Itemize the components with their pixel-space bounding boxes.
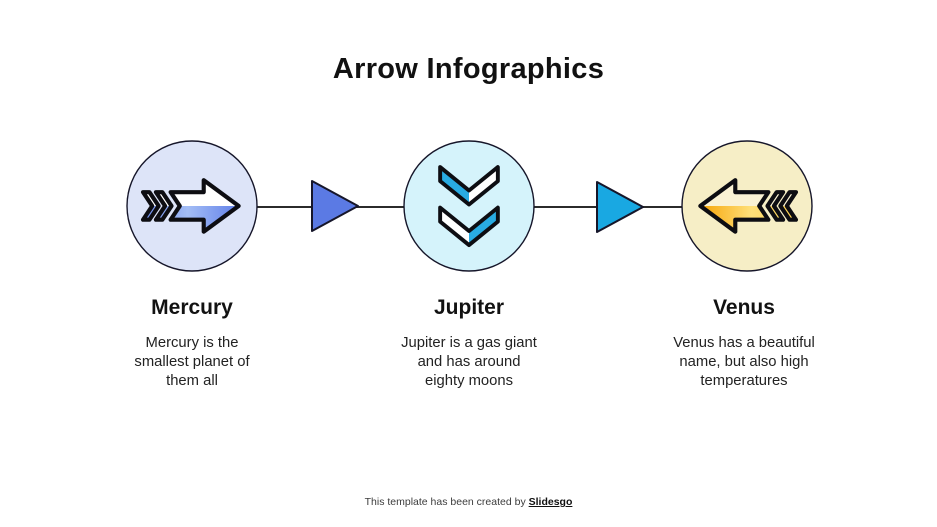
fast-forward-arrow-right-icon (140, 178, 241, 234)
planet-name-jupiter: Jupiter (433, 296, 504, 319)
double-chevron-down-icon (438, 165, 500, 248)
triangle-right-shape (311, 180, 359, 232)
venus-circle-badge (681, 140, 813, 272)
planet-description-venus: Venus has a beautiful name, but also hig… (673, 335, 815, 389)
planet-name-venus: Venus (713, 296, 775, 319)
slidesgo-link[interactable]: Slidesgo (528, 496, 573, 508)
planet-description-jupiter: Jupiter is a gas giant and has around ei… (401, 335, 537, 389)
mercury-circle-badge (126, 140, 258, 272)
planet-name-mercury: Mercury (151, 296, 233, 319)
slide-title: Arrow Infographics (332, 53, 605, 85)
footer-credit-text: This template has been created by (364, 496, 529, 508)
footer-credit: This template has been created by Slides… (0, 496, 937, 508)
planet-description-mercury: Mercury is the smallest planet of them a… (134, 335, 250, 389)
triangle-right-shape (596, 181, 644, 233)
triangle-right-icon (596, 181, 644, 233)
fast-backward-arrow-left-icon (698, 178, 799, 234)
jupiter-circle-badge (403, 140, 535, 272)
triangle-right-icon (311, 180, 359, 232)
